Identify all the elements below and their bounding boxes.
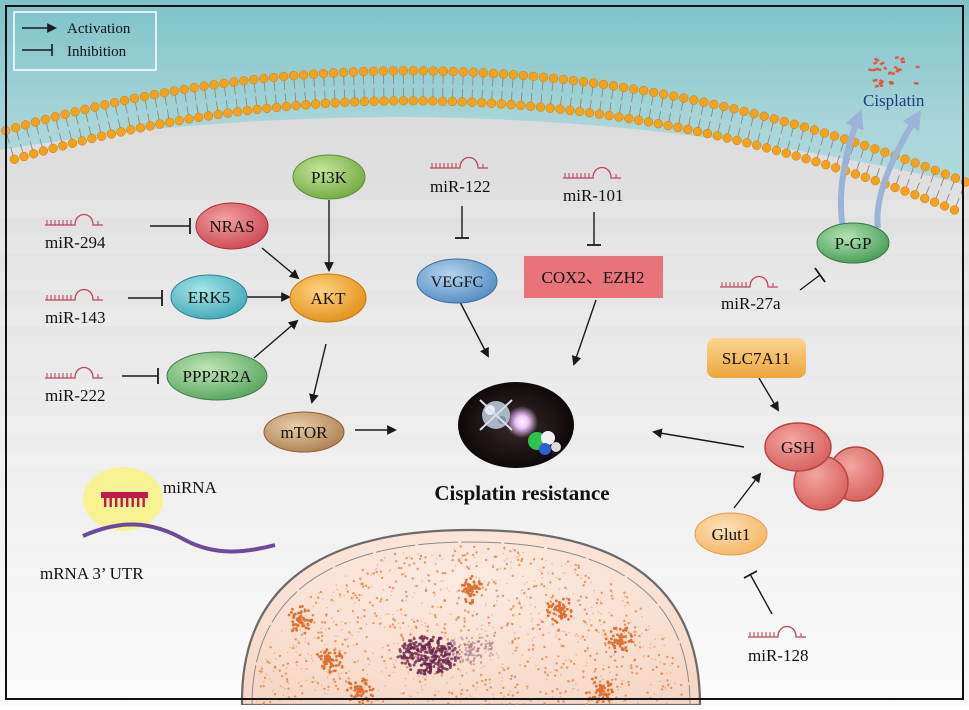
node-vegfc: VEGFC [417, 259, 497, 303]
mir-143-label: miR-143 [45, 308, 105, 327]
mir-101-label: miR-101 [563, 186, 623, 205]
node-slc7a11: SLC7A11 [707, 338, 806, 378]
node-ppp2r2a: PPP2R2A [167, 352, 267, 400]
node-ppp2r2a-label: PPP2R2A [183, 367, 253, 386]
mir-222-label: miR-222 [45, 386, 105, 405]
node-vegfc-label: VEGFC [431, 274, 483, 291]
mir-294-label: miR-294 [45, 233, 106, 252]
mirna-strand-bar [101, 492, 148, 498]
node-cox2-ezh2: COX2、EZH2 [524, 256, 663, 298]
legend-activation-label: Activation [67, 21, 131, 37]
node-pi3k-label: PI3K [311, 168, 348, 187]
node-glut1-label: Glut1 [712, 525, 751, 544]
cisplatin-resistance-label: Cisplatin resistance [434, 481, 609, 505]
mir-27a-label: miR-27a [721, 294, 781, 313]
node-akt-label: AKT [311, 289, 347, 308]
argonaute-blob [83, 467, 163, 531]
mrna-label: mRNA 3’ UTR [40, 564, 144, 583]
node-akt: AKT [290, 274, 366, 322]
mirna-label: miRNA [163, 478, 218, 497]
mir-128-label: miR-128 [748, 646, 808, 665]
node-pgp-label: P-GP [835, 234, 872, 253]
node-mtor-label: mTOR [281, 423, 329, 442]
node-nras-label: NRAS [209, 217, 254, 236]
node-pi3k: PI3K [293, 155, 365, 199]
node-erk5-label: ERK5 [188, 288, 231, 307]
mir-122-label: miR-122 [430, 177, 490, 196]
legend-inhibition-label: Inhibition [67, 44, 127, 60]
node-glut1: Glut1 [695, 513, 767, 555]
node-cox2-ezh2-label: COX2、EZH2 [542, 268, 645, 287]
node-slc7a11-label: SLC7A11 [722, 349, 790, 368]
node-pgp: P-GP [817, 223, 889, 263]
node-mtor: mTOR [264, 412, 344, 452]
node-gsh-label: GSH [781, 438, 815, 457]
node-erk5: ERK5 [171, 275, 247, 319]
cisplatin-label: Cisplatin [863, 91, 925, 110]
node-nras: NRAS [196, 203, 268, 249]
